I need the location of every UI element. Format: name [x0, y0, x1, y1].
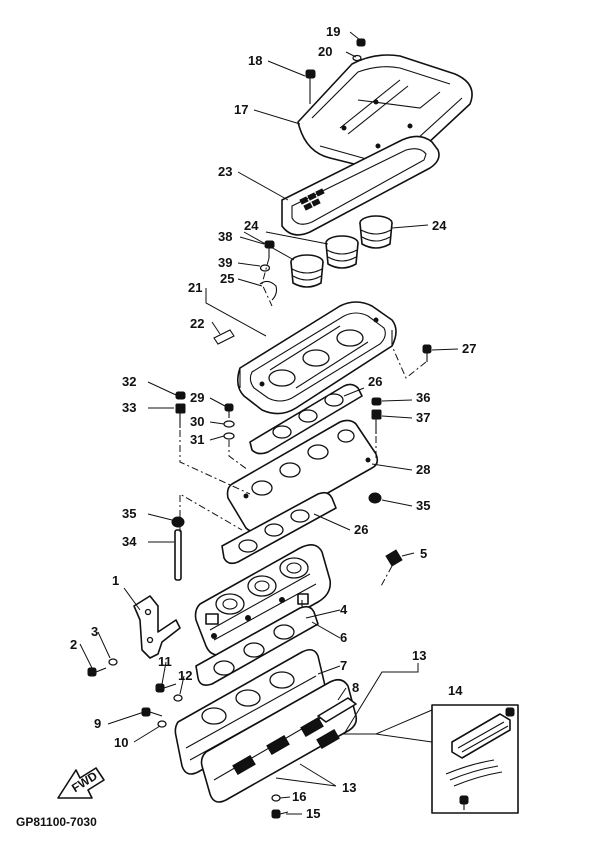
callout-11: 11: [158, 654, 172, 669]
rod-34: [174, 529, 182, 581]
upper-gasket: [249, 383, 363, 455]
screw-19: [356, 38, 366, 47]
callout-33: 33: [122, 400, 136, 415]
washer-30-31: [223, 420, 235, 440]
callout-32: 32: [122, 374, 136, 389]
washer-12: [173, 694, 183, 702]
callout-24-right: 24: [432, 218, 447, 233]
callout-18: 18: [248, 53, 262, 68]
callout-6: 6: [340, 630, 347, 645]
callout-37: 37: [416, 410, 430, 425]
callout-2: 2: [70, 637, 77, 652]
callout-16: 16: [292, 789, 306, 804]
callout-15: 15: [306, 806, 320, 821]
reed-valve-detail-box: [431, 704, 519, 814]
cover-gasket: [281, 135, 440, 236]
callout-35-left: 35: [122, 506, 136, 521]
callout-17: 17: [234, 102, 248, 117]
callout-12: 12: [178, 668, 192, 683]
bracket-1: [133, 595, 181, 659]
manifold-gasket: [195, 605, 319, 686]
callout-22: 22: [190, 316, 204, 331]
intake-boot: [290, 215, 393, 288]
bolt-32-33: [175, 391, 186, 428]
callout-19: 19: [326, 24, 340, 39]
callout-26-upper: 26: [368, 374, 382, 389]
washer-39: [259, 264, 271, 272]
screw-15: [271, 809, 289, 819]
mounting-plate: [226, 419, 379, 533]
cover-bolt: [305, 69, 316, 104]
bolt-36-37: [371, 397, 382, 434]
callout-14: 14: [448, 683, 463, 698]
callout-34: 34: [122, 534, 137, 549]
callout-29: 29: [190, 390, 204, 405]
callout-38: 38: [218, 229, 232, 244]
callout-8: 8: [352, 680, 359, 695]
callout-21: 21: [188, 280, 202, 295]
callout-13-bottom: 13: [342, 780, 356, 795]
callout-3: 3: [91, 624, 98, 639]
leader-lines: [79, 31, 459, 815]
callout-4: 4: [340, 602, 348, 617]
reed-plate-8: [317, 697, 357, 723]
callout-7: 7: [340, 658, 347, 673]
carburetor-assembly: [194, 544, 332, 656]
callout-20: 20: [318, 44, 332, 59]
intake-silencer: [236, 301, 397, 415]
lower-gasket: [221, 491, 337, 565]
grommet: [171, 492, 382, 528]
callout-35-right: 35: [416, 498, 430, 513]
callout-24-left: 24: [244, 218, 259, 233]
washer-10: [157, 720, 167, 728]
washer-16: [271, 794, 281, 802]
callout-13-top: 13: [412, 648, 426, 663]
callout-28: 28: [416, 462, 430, 477]
callout-30: 30: [190, 414, 204, 429]
bolt-2: [87, 667, 107, 677]
callout-1: 1: [112, 573, 119, 588]
washer-3: [108, 658, 118, 666]
plug-5: [385, 549, 403, 567]
callout-5: 5: [420, 546, 427, 561]
bolt-29: [224, 403, 234, 418]
callout-23: 23: [218, 164, 232, 179]
callout-labels: 1 2 3 4 5 6 7 8 9 10 11 12 13 13 14 15 1…: [70, 24, 476, 821]
clip-25: [259, 280, 278, 301]
fitting-22: [213, 329, 235, 345]
fwd-arrow-icon: FWD: [57, 767, 105, 799]
bolt-9: [141, 707, 163, 717]
callout-25: 25: [220, 271, 234, 286]
callout-27: 27: [462, 341, 476, 356]
callout-26-lower: 26: [354, 522, 368, 537]
bolt-27: [422, 344, 432, 362]
callout-39: 39: [218, 255, 232, 270]
callout-9: 9: [94, 716, 101, 731]
bolt-11: [155, 683, 177, 693]
alignment-lines: [179, 257, 427, 589]
callout-10: 10: [114, 735, 128, 750]
diagram-code: GP81100-7030: [16, 815, 97, 829]
callout-31: 31: [190, 432, 204, 447]
bolt-38: [264, 240, 275, 258]
callout-36: 36: [416, 390, 430, 405]
